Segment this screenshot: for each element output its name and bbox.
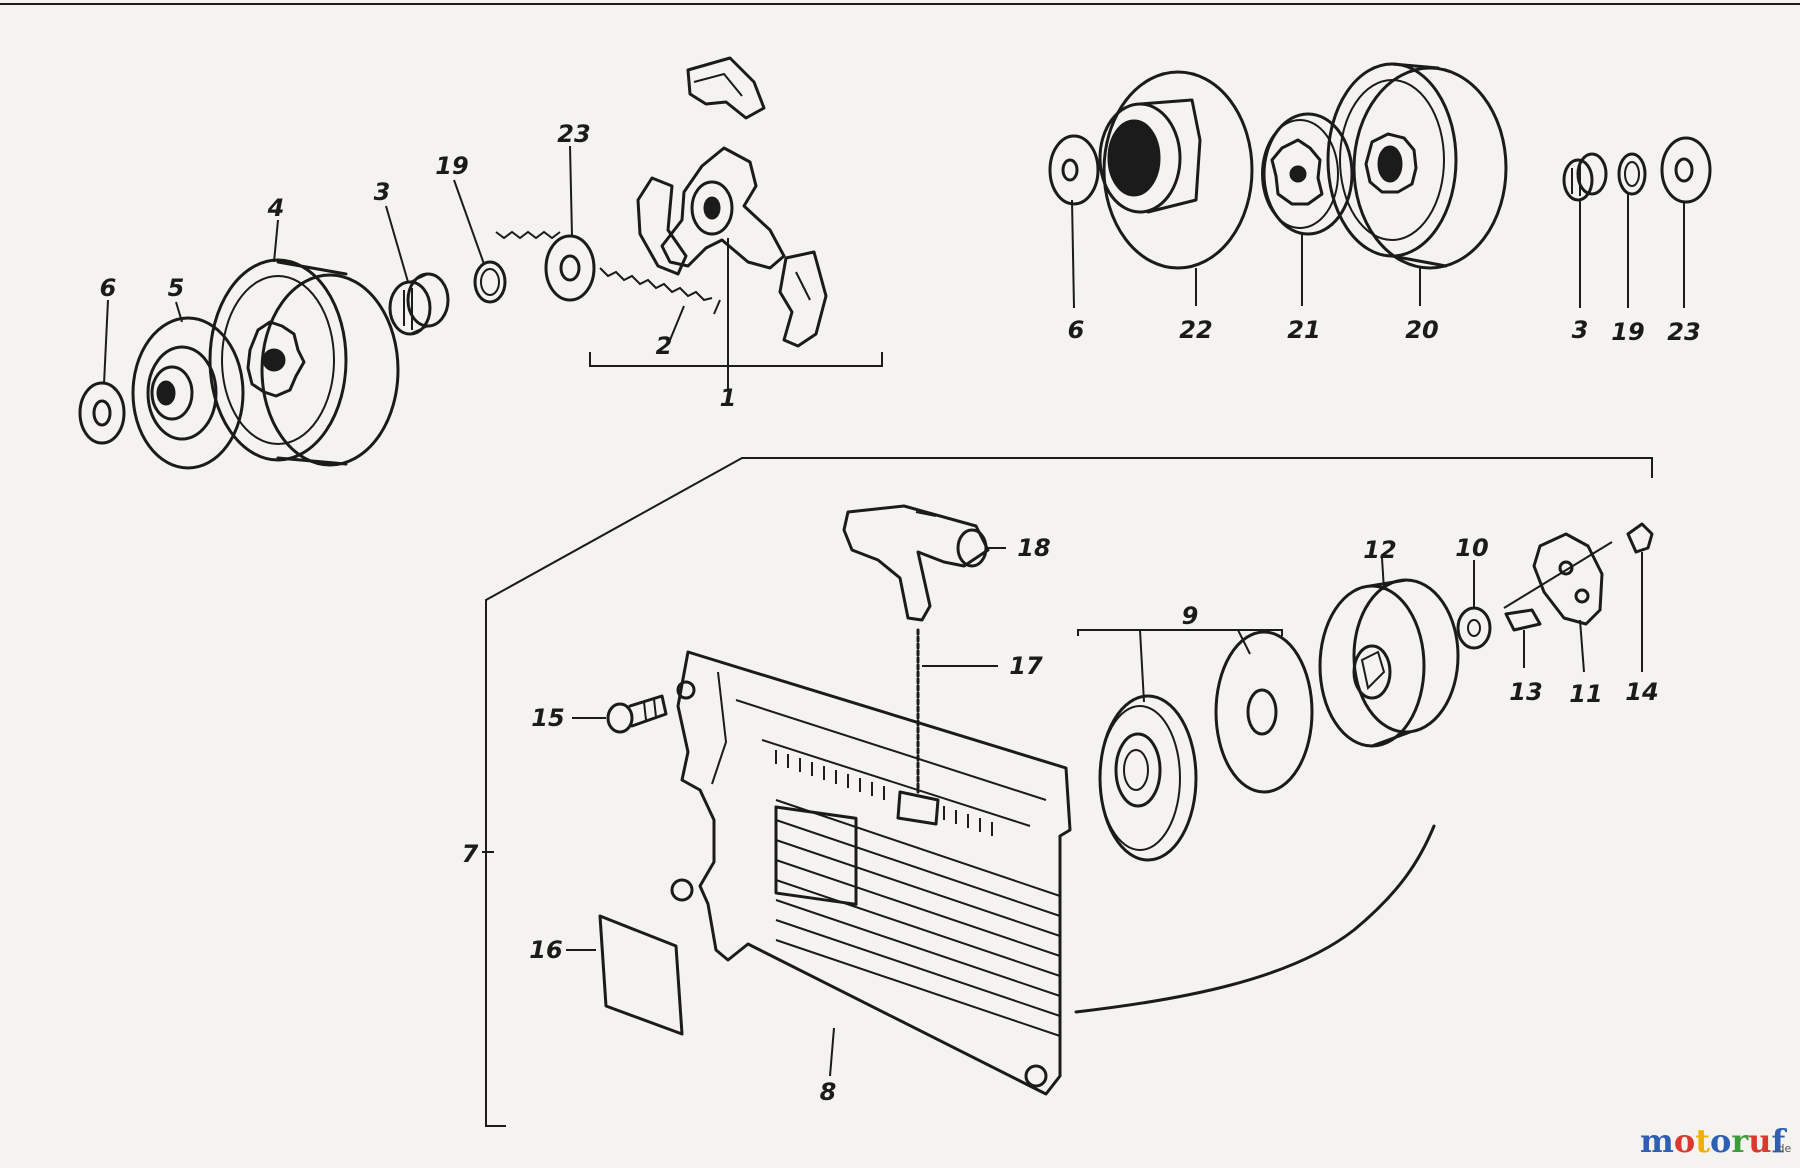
watermark-suffix: .de [1774, 1142, 1791, 1155]
washer-6-left [78, 381, 126, 445]
callout-19-right: 19 [1611, 318, 1644, 346]
fan-housing-8 [670, 650, 1072, 1096]
clutch-shoe-top [686, 56, 766, 120]
callout-3-left: 3 [374, 178, 391, 206]
callout-9: 9 [1182, 602, 1199, 630]
callout-23-right: 23 [1667, 318, 1700, 346]
washer-6-right [1048, 134, 1100, 206]
watermark-letter: t [1695, 1122, 1710, 1160]
clutch-carrier-1 [636, 146, 786, 276]
callout-13: 13 [1509, 678, 1542, 706]
ring-19-left [473, 260, 507, 304]
starter-rope-17 [916, 628, 1436, 1014]
leader-lines-right [1071, 194, 1685, 309]
spring-cassette-9 [1077, 629, 1314, 862]
clutch-drum-4-left [208, 258, 400, 467]
washer-23-right [1660, 136, 1712, 204]
clutch-drum-20 [1326, 62, 1508, 270]
rope-pulley-12 [1318, 557, 1460, 748]
watermark-logo: motoruf .de [1640, 1122, 1791, 1160]
washer-23-left [544, 234, 596, 302]
callout-8: 8 [820, 1078, 837, 1106]
watermark-letter: o [1710, 1122, 1731, 1160]
callout-1: 1 [720, 384, 737, 412]
rim-sprocket-21 [1261, 112, 1354, 236]
starter-handle-18 [842, 504, 990, 622]
callout-19-left: 19 [435, 152, 468, 180]
callout-7: 7 [462, 840, 479, 868]
callout-16: 16 [529, 936, 562, 964]
callout-4: 4 [267, 194, 285, 222]
needle-bearing-3-right [1562, 152, 1608, 202]
callout-labels: 1 2 3 4 5 6 19 23 6 22 21 20 3 19 23 7 8… [100, 120, 1701, 1106]
leader-lines-bottom [566, 547, 1006, 1077]
label-plate-16 [598, 914, 684, 1036]
ring-19-right [1617, 152, 1647, 196]
bolt-15 [606, 694, 668, 734]
callout-14: 14 [1625, 678, 1658, 706]
callout-6-right: 6 [1068, 316, 1085, 344]
callout-15: 15 [531, 704, 564, 732]
pawl-guide-11 [1532, 532, 1604, 673]
clutch-shoe-bottom [778, 250, 828, 348]
callout-2: 2 [656, 332, 673, 360]
watermark-text: motoruf [1640, 1122, 1787, 1160]
callout-18: 18 [1017, 534, 1050, 562]
needle-bearing-3-left [388, 272, 450, 336]
watermark-letter: u [1748, 1122, 1771, 1160]
callout-23-left: 23 [557, 120, 590, 148]
callout-6-left: 6 [100, 274, 117, 302]
callout-22: 22 [1179, 316, 1212, 344]
spring-2 [495, 230, 721, 315]
callout-12: 12 [1363, 536, 1396, 564]
callout-3-right: 3 [1572, 316, 1589, 344]
bracket-7 [482, 457, 1653, 1127]
spring-clip-14 [1503, 522, 1654, 672]
leader-lines-left [103, 145, 729, 388]
rim-sprocket-hub-22 [1098, 70, 1254, 270]
pawl-13 [1504, 608, 1542, 668]
callout-17: 17 [1009, 652, 1043, 680]
watermark-letter: o [1674, 1122, 1695, 1160]
callout-5: 5 [168, 274, 185, 302]
watermark-letter: f [1771, 1122, 1787, 1160]
vent-slots [775, 750, 993, 836]
hub-5-left [131, 316, 245, 470]
washer-10 [1456, 560, 1492, 650]
watermark-letter: r [1731, 1122, 1749, 1160]
callout-11: 11 [1569, 680, 1602, 708]
watermark-letter: m [1640, 1122, 1674, 1160]
callout-21: 21 [1287, 316, 1320, 344]
callout-20: 20 [1405, 316, 1438, 344]
callout-10: 10 [1455, 534, 1488, 562]
